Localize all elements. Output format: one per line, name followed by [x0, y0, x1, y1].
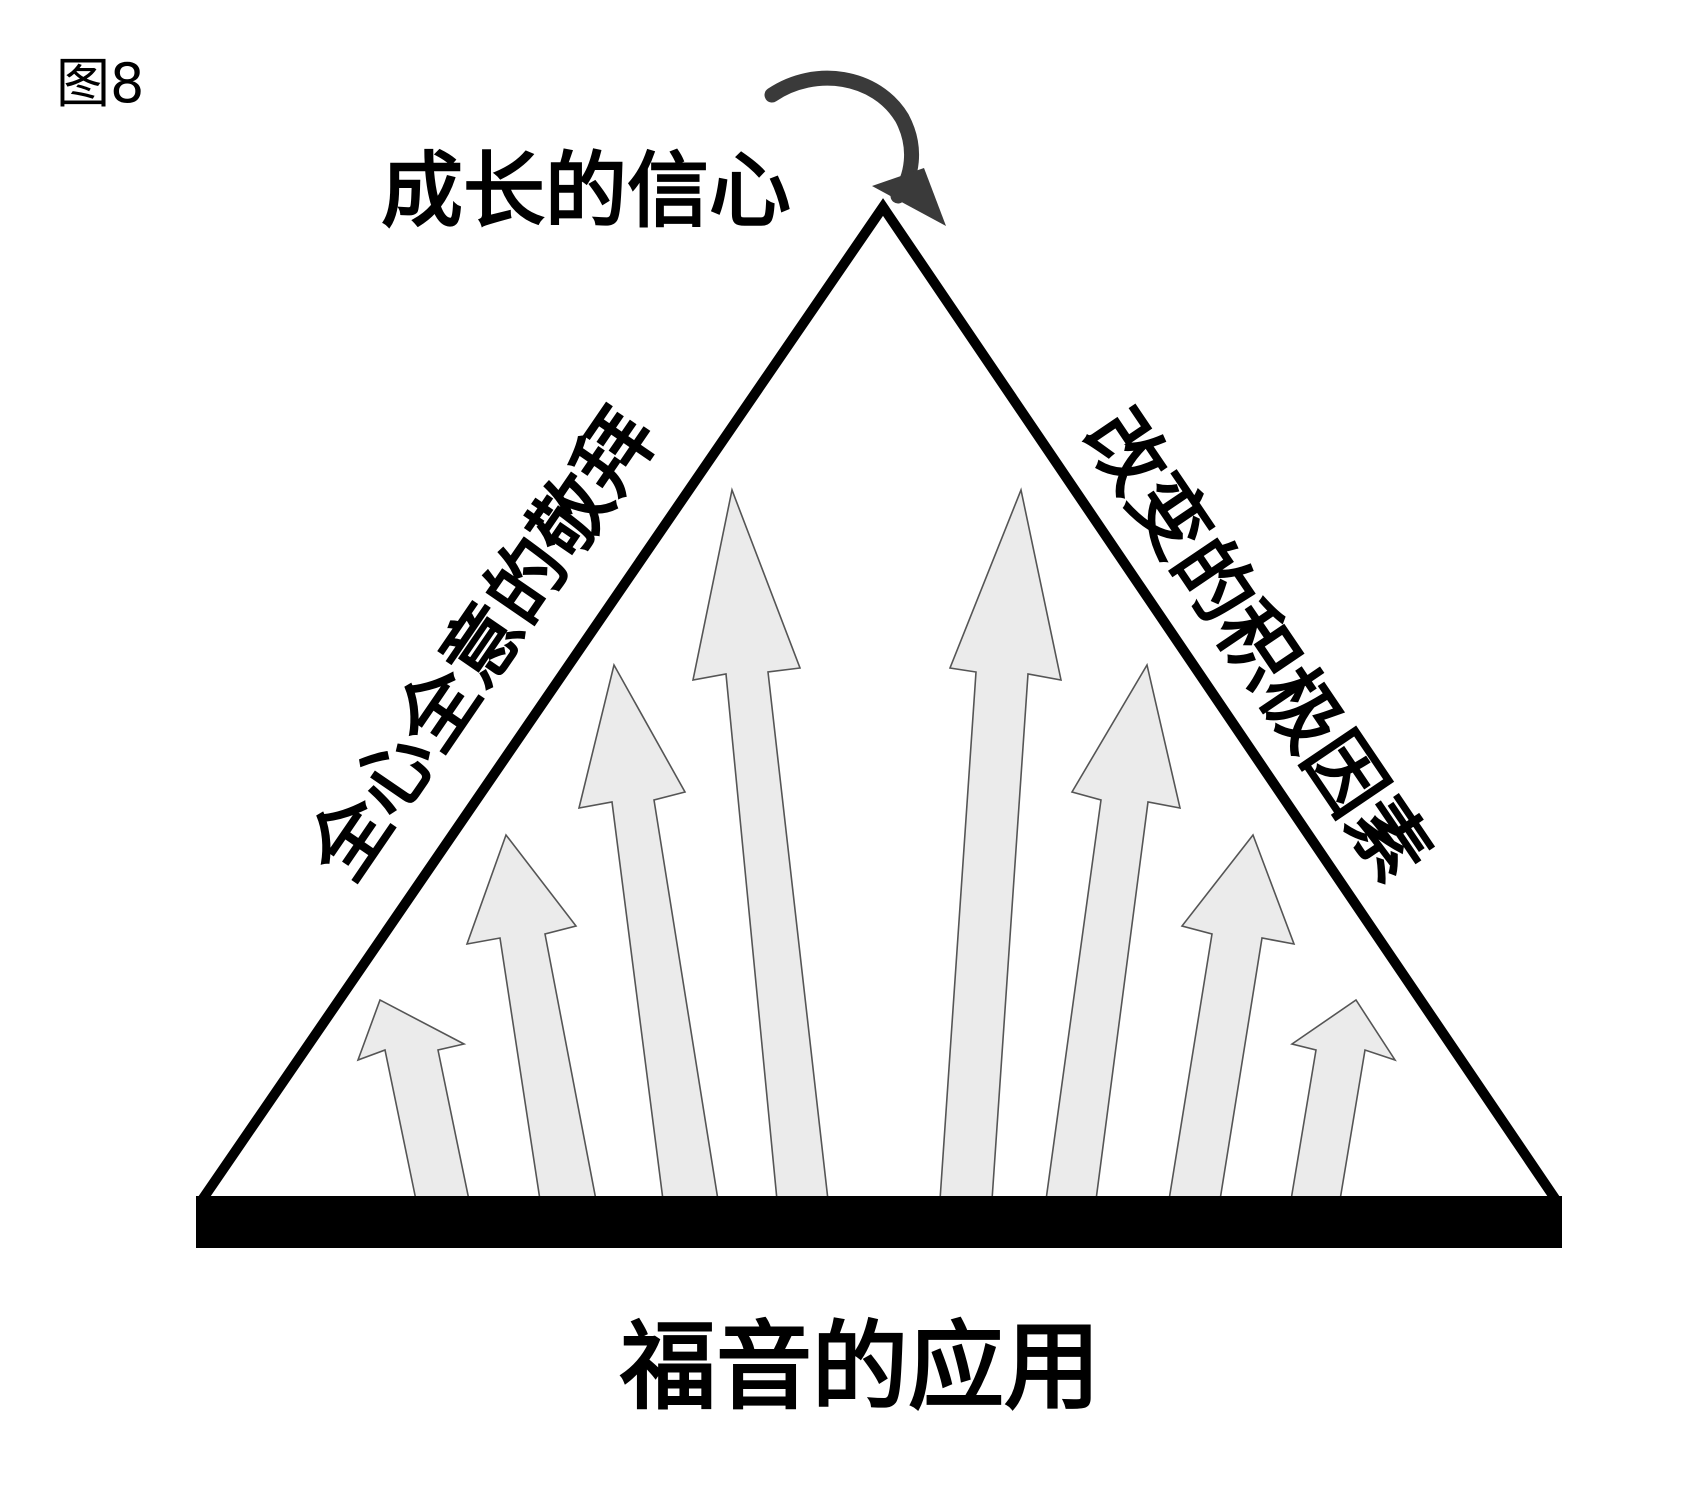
base-label: 福音的应用 — [619, 1311, 1100, 1423]
top-label: 成长的信心 — [381, 144, 791, 239]
up-arrow — [356, 998, 470, 1201]
base-bar — [196, 1196, 1562, 1248]
up-arrow — [1045, 662, 1182, 1201]
up-arrow — [1290, 998, 1397, 1201]
arrows-group — [356, 487, 1397, 1201]
up-arrow — [691, 487, 829, 1201]
curved-arrow-icon — [764, 70, 946, 226]
triangle-outline — [197, 198, 1561, 1203]
up-arrow — [465, 833, 597, 1201]
up-arrow — [577, 662, 719, 1201]
up-arrow — [939, 487, 1063, 1201]
figure-number: 图8 — [56, 52, 144, 115]
up-arrow — [1168, 833, 1296, 1201]
